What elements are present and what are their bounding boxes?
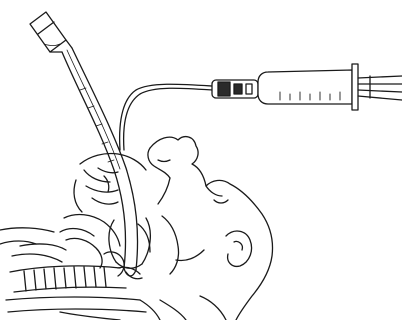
tube-connector	[30, 12, 72, 52]
syringe	[258, 64, 402, 110]
nasal-cavity	[74, 153, 146, 212]
pilot-balloon-valve	[212, 80, 258, 98]
trachea	[10, 266, 126, 292]
pilot-line	[120, 84, 212, 150]
patient-head	[148, 137, 273, 320]
